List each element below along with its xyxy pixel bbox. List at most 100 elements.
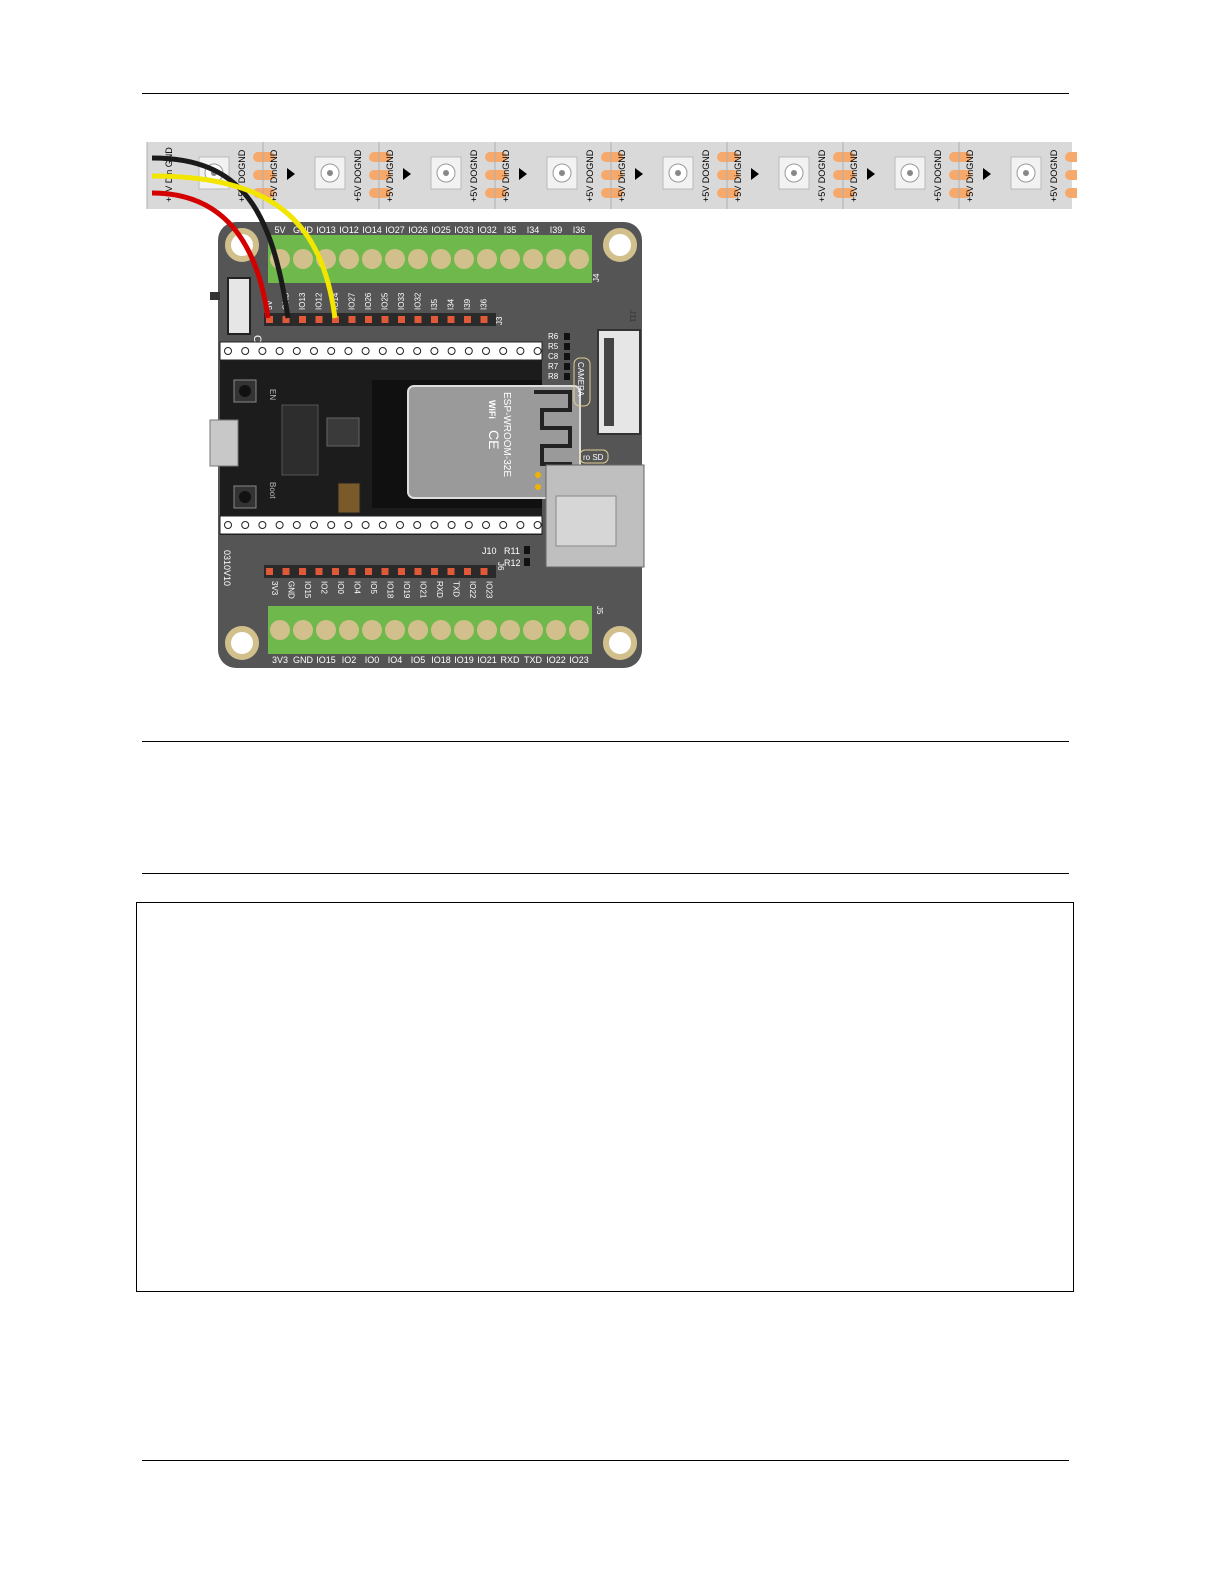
devkit-pin[interactable] [482, 521, 490, 529]
devkit-pin[interactable] [258, 521, 267, 529]
header-pin[interactable] [480, 316, 488, 323]
devkit-pin[interactable] [378, 347, 387, 355]
terminal-screw[interactable] [293, 249, 313, 269]
header-pin[interactable] [315, 316, 323, 323]
devkit-pin[interactable] [533, 521, 542, 529]
devkit-pin[interactable] [378, 521, 387, 529]
devkit-pin[interactable] [327, 347, 336, 355]
devkit-pin[interactable] [224, 347, 232, 355]
devkit-pin[interactable] [447, 521, 456, 529]
header-pin[interactable] [282, 316, 290, 323]
devkit-pin[interactable] [396, 521, 404, 529]
devkit-pin[interactable] [447, 347, 456, 355]
terminal-screw[interactable] [339, 249, 359, 269]
solder-pad [1065, 170, 1077, 180]
terminal-screw[interactable] [362, 620, 382, 640]
header-pin[interactable] [299, 568, 306, 575]
devkit-pin[interactable] [516, 347, 525, 355]
header-pin[interactable] [464, 316, 471, 323]
devkit-pin[interactable] [396, 347, 404, 355]
header-pin[interactable] [348, 316, 356, 323]
devkit-pin[interactable] [275, 347, 284, 355]
solder-pad [949, 152, 971, 162]
dout-label: +5V DOGND [933, 149, 943, 202]
devkit-pin[interactable] [464, 521, 473, 529]
devkit-pin[interactable] [516, 521, 525, 529]
terminal-screw[interactable] [500, 249, 520, 269]
terminal-screw[interactable] [339, 620, 359, 640]
header-pin[interactable] [381, 568, 389, 575]
terminal-screw[interactable] [362, 249, 382, 269]
header-pin[interactable] [282, 568, 290, 575]
header-pin[interactable] [431, 568, 438, 575]
devkit-pin[interactable] [430, 347, 439, 355]
terminal-screw[interactable] [385, 620, 405, 640]
devkit-pin[interactable] [241, 521, 250, 529]
devkit-pin[interactable] [258, 347, 267, 355]
terminal-screw[interactable] [454, 620, 474, 640]
header-pin[interactable] [464, 568, 471, 575]
devkit-pin[interactable] [499, 347, 508, 355]
terminal-screw[interactable] [477, 249, 497, 269]
terminal-screw[interactable] [523, 249, 543, 269]
terminal-screw[interactable] [270, 620, 290, 640]
devkit-pin[interactable] [292, 347, 301, 355]
header-pin[interactable] [299, 316, 306, 323]
header-pin[interactable] [365, 316, 372, 323]
solder-pad [833, 188, 855, 198]
terminal-screw[interactable] [431, 249, 451, 269]
header-pin[interactable] [381, 316, 389, 323]
devkit-pin[interactable] [499, 521, 508, 529]
header-pin[interactable] [447, 568, 455, 575]
devkit-pin[interactable] [224, 521, 232, 529]
devkit-pin[interactable] [430, 521, 439, 529]
terminal-screw[interactable] [569, 249, 589, 269]
devkit-pin[interactable] [310, 347, 318, 355]
pin-label: IO25 [381, 292, 390, 310]
header-pin[interactable] [431, 316, 438, 323]
terminal-screw[interactable] [500, 620, 520, 640]
header-pin[interactable] [414, 568, 422, 575]
devkit-pin[interactable] [344, 521, 353, 529]
header-pin[interactable] [266, 316, 273, 323]
header-pin[interactable] [348, 568, 356, 575]
terminal-screw[interactable] [408, 620, 428, 640]
header-pin[interactable] [398, 568, 405, 575]
devkit-pin[interactable] [533, 347, 542, 355]
devkit-pin[interactable] [275, 521, 284, 529]
terminal-screw[interactable] [431, 620, 451, 640]
usb-port[interactable] [209, 419, 239, 467]
din-label: +5V DinGND [269, 149, 279, 202]
devkit-pin[interactable] [241, 347, 250, 355]
devkit-pin[interactable] [361, 521, 370, 529]
terminal-screw[interactable] [546, 620, 566, 640]
header-pin[interactable] [266, 568, 273, 575]
terminal-screw[interactable] [293, 620, 313, 640]
devkit-pin[interactable] [310, 521, 318, 529]
header-pin[interactable] [480, 568, 488, 575]
devkit-pin[interactable] [464, 347, 473, 355]
devkit-pin[interactable] [413, 521, 422, 529]
header-pin[interactable] [315, 568, 323, 575]
devkit-pin[interactable] [292, 521, 301, 529]
devkit-pin[interactable] [482, 347, 490, 355]
devkit-pin[interactable] [413, 347, 422, 355]
header-pin[interactable] [447, 316, 455, 323]
header-pin[interactable] [332, 568, 339, 575]
terminal-screw[interactable] [454, 249, 474, 269]
terminal-screw[interactable] [546, 249, 566, 269]
terminal-screw[interactable] [316, 620, 336, 640]
devkit-pin[interactable] [344, 347, 353, 355]
terminal-screw[interactable] [477, 620, 497, 640]
terminal-screw[interactable] [569, 620, 589, 640]
header-pin[interactable] [332, 316, 339, 323]
terminal-screw[interactable] [408, 249, 428, 269]
terminal-screw[interactable] [385, 249, 405, 269]
header-pin[interactable] [398, 316, 405, 323]
header-pin[interactable] [365, 568, 372, 575]
devkit-pin[interactable] [327, 521, 336, 529]
devkit-pin[interactable] [361, 347, 370, 355]
terminal-screw[interactable] [523, 620, 543, 640]
header-pin[interactable] [414, 316, 422, 323]
power-switch[interactable] [227, 277, 251, 335]
